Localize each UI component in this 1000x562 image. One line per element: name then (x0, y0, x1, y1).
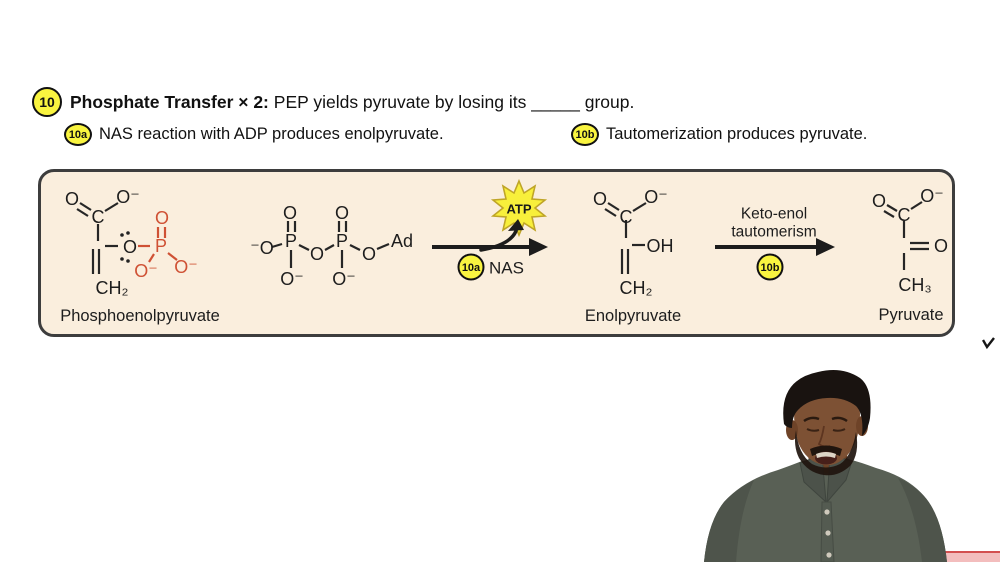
pyr-o-keto: O (934, 236, 948, 256)
adp-p2-o: O (335, 203, 349, 223)
shirt-button (825, 530, 831, 536)
badge-10a-circle (457, 253, 485, 281)
curved-arrowhead (508, 219, 524, 231)
concept-title-bold: Phosphate Transfer × 2: (70, 91, 269, 112)
enol-oh: OH (647, 236, 674, 256)
adp-ad: Ad (391, 231, 413, 251)
pyr-o-carbonyl: O (872, 191, 886, 211)
concept-title: Phosphate Transfer × 2: PEP yields pyruv… (70, 92, 634, 113)
adp-p2-o-minus: O⁻ (332, 269, 356, 289)
atp-label: ATP (506, 202, 531, 217)
pep-p-o: O (155, 208, 169, 228)
adp-o-bridge: O (310, 244, 324, 264)
adp-structure: ⁻O P O O⁻ O P O O⁻ O Ad (250, 203, 413, 289)
arrowhead (529, 238, 548, 256)
pyr-c: C (898, 205, 911, 225)
pep-ch2: CH₂ (96, 278, 129, 298)
presenter-video-overlay (704, 370, 947, 562)
step-badge-10a: 10a (64, 123, 92, 146)
pep-c: C (92, 207, 105, 227)
enol-ch2: CH₂ (620, 278, 653, 298)
step-badge-10: 10 (32, 87, 62, 117)
pep-o-carbonyl: O (65, 189, 79, 209)
atp-starburst (490, 178, 548, 238)
pyruvate-structure: O C O⁻ O CH₃ Pyruvate (872, 186, 948, 324)
pep-structure: O C O⁻ O CH₂ P O O⁻ O⁻ Phosphoenolpyruva… (60, 187, 220, 325)
pep-p-o-minus-left: O⁻ (134, 261, 158, 281)
pep-p: P (155, 236, 167, 256)
concept-title-rest: PEP yields pyruvate by losing its _____ … (273, 91, 635, 112)
closed-eye (806, 428, 820, 432)
substep-10b: 10b Tautomerization produces pyruvate. (571, 123, 867, 146)
pep-o-minus: O⁻ (116, 187, 140, 207)
eyebrow (831, 416, 848, 423)
pep-label: Phosphoenolpyruvate (60, 307, 220, 325)
badge-10a-text: 10a (462, 262, 481, 274)
pep-o-ether: O (123, 237, 137, 257)
enol-o-minus: O⁻ (644, 187, 668, 207)
adp-p1-o: O (283, 203, 297, 223)
cursor-mark (982, 337, 995, 350)
shirt-button (824, 509, 830, 515)
step-badge-10b: 10b (571, 123, 599, 146)
nas-label: NAS (489, 259, 524, 278)
tautomerism-caption-2: tautomerism (731, 224, 816, 241)
shirt-shadow-right (898, 478, 947, 562)
pep-p-o-minus-right: O⁻ (174, 257, 198, 277)
adp-p1: P (285, 231, 297, 251)
enolpyruvate-structure: O C O⁻ OH CH₂ Enolpyruvate (585, 187, 681, 325)
arrowhead (816, 238, 835, 256)
adp-p2: P (336, 231, 348, 251)
reaction-scheme-panel: O C O⁻ O CH₂ P O O⁻ O⁻ Phosphoenolpyruva… (38, 169, 955, 337)
substep-10a: 10a NAS reaction with ADP produces enolp… (64, 123, 444, 146)
reaction-scheme-drawing: O C O⁻ O CH₂ P O O⁻ O⁻ Phosphoenolpyruva… (60, 178, 948, 325)
shirt-shadow-left (704, 480, 754, 562)
reaction-arrow-2: Keto-enol tautomerism 10b (715, 206, 835, 281)
substep-10b-text: Tautomerization produces pyruvate. (606, 125, 868, 143)
tautomerism-caption-1: Keto-enol (741, 206, 807, 223)
badge-10b-circle (756, 253, 784, 281)
pyr-o-minus: O⁻ (920, 186, 944, 206)
enol-c: C (620, 207, 633, 227)
adp-o-left: ⁻O (250, 238, 274, 258)
presenter-beard (795, 430, 858, 476)
closed-eye (832, 428, 846, 432)
concept-header: 10 Phosphate Transfer × 2: PEP yields py… (32, 87, 634, 117)
badge-10b-text: 10b (761, 262, 780, 274)
reaction-arrow-1: ATP 10a NAS (432, 178, 548, 281)
pyruvate-label: Pyruvate (878, 306, 943, 324)
eyebrow (803, 416, 820, 423)
teeth (816, 452, 836, 458)
adp-o-right: O (362, 244, 376, 264)
substep-10a-text: NAS reaction with ADP produces enolpyruv… (99, 125, 444, 143)
pyr-ch3: CH₃ (898, 275, 931, 295)
shirt-button (826, 552, 832, 558)
adp-p1-o-minus: O⁻ (280, 269, 304, 289)
presenter-hair (783, 370, 871, 436)
enol-o-carbonyl: O (593, 189, 607, 209)
enolpyruvate-label: Enolpyruvate (585, 307, 681, 325)
